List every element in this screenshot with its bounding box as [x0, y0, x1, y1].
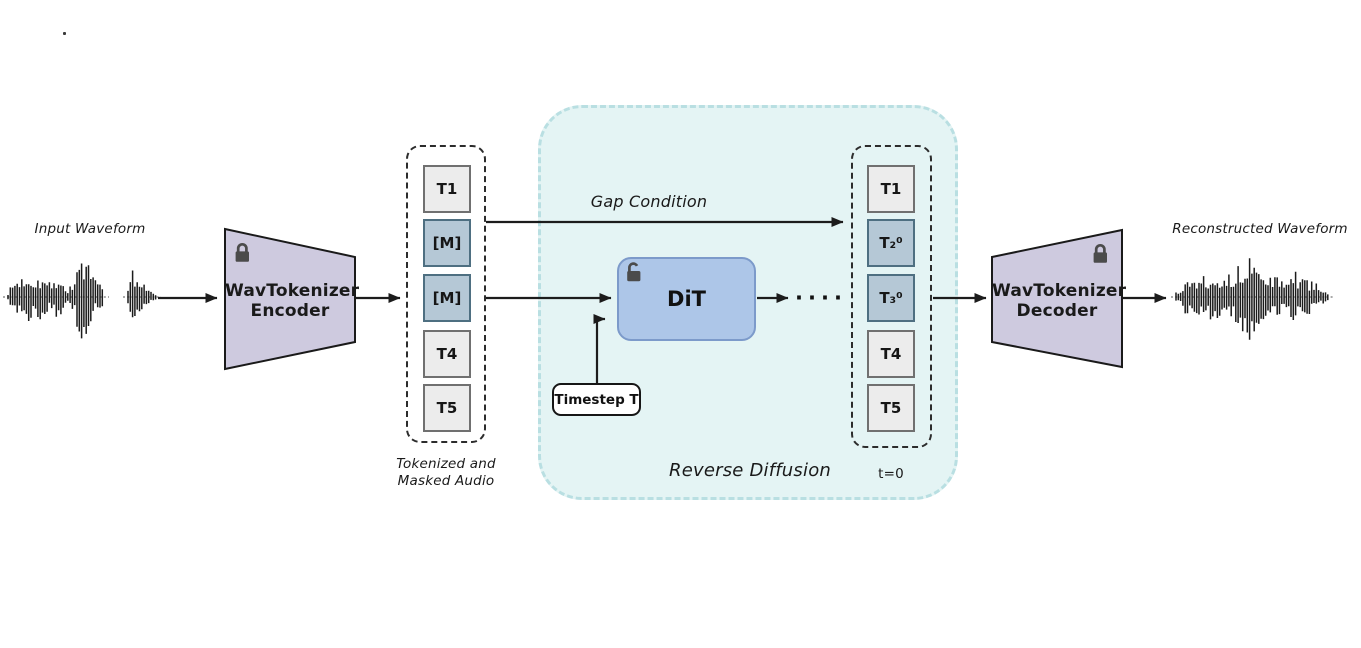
- encoder-shape: [224, 227, 356, 371]
- decoder-title-line2: Decoder: [1016, 300, 1098, 321]
- out-token-t3: T₃⁰: [867, 274, 915, 322]
- token-t4: T4: [423, 330, 471, 378]
- reverse-diffusion-label: Reverse Diffusion: [668, 460, 832, 481]
- timestep-label: Timestep T: [554, 391, 639, 408]
- stray-dot-artifact: [63, 32, 66, 35]
- encoder-title-line2: Encoder: [250, 300, 330, 321]
- masked-audio-caption: Tokenized and Masked Audio: [384, 456, 508, 490]
- encoder-title: WavTokenizer Encoder: [225, 281, 360, 321]
- out-token-t2: T₂⁰: [867, 219, 915, 267]
- dit-block: DiT: [617, 257, 756, 341]
- token-t5: T5: [423, 384, 471, 432]
- token-t1: T1: [423, 165, 471, 213]
- input-waveform-graphic: [3, 263, 161, 339]
- decoder-title: WavTokenizer Decoder: [992, 281, 1127, 321]
- encoder-title-line1: WavTokenizer: [225, 281, 360, 301]
- encoder-lock-closed-icon: [235, 242, 249, 262]
- out-token-t4: T4: [867, 330, 915, 378]
- arrow-timestep-to-dit: [593, 314, 606, 383]
- diffusion-steps-ellipsis: ····: [795, 286, 847, 310]
- decoder-shape: [991, 228, 1123, 369]
- out-token-t1: T1: [867, 165, 915, 213]
- reconstructed-waveform-graphic: [1171, 258, 1333, 340]
- masked-token-column: [406, 145, 486, 443]
- decoder-lock-closed-icon: [1093, 243, 1107, 263]
- reconstructed-waveform-label: Reconstructed Waveform: [1172, 221, 1348, 237]
- timestep-box: Timestep T: [552, 383, 641, 416]
- dit-label: DiT: [667, 287, 706, 311]
- masked-audio-caption-line1: Tokenized and: [396, 456, 496, 472]
- out-token-t5: T5: [867, 384, 915, 432]
- t0-label: t=0: [878, 466, 904, 482]
- dit-lock-open-icon: [627, 262, 641, 282]
- token-m2: [M]: [423, 274, 471, 322]
- gap-condition-label: Gap Condition: [590, 192, 708, 211]
- input-waveform-label: Input Waveform: [34, 221, 146, 237]
- output-token-column: [851, 145, 932, 448]
- masked-audio-caption-line2: Masked Audio: [397, 473, 495, 489]
- decoder-title-line1: WavTokenizer: [992, 281, 1127, 301]
- token-m1: [M]: [423, 219, 471, 267]
